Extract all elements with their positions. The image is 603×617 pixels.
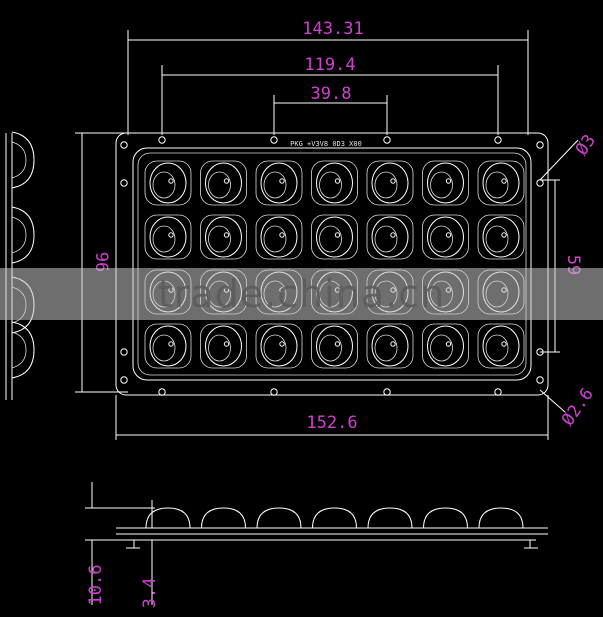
mounting-hole bbox=[158, 388, 166, 396]
lens-cell bbox=[311, 323, 358, 369]
dim-label-152-6: 152.6 bbox=[306, 413, 357, 433]
mounting-holes bbox=[120, 136, 544, 396]
mounting-hole bbox=[270, 136, 278, 144]
lens-cell bbox=[477, 323, 525, 369]
lens-cell bbox=[311, 214, 358, 260]
dimension-143-31: 143.31 bbox=[127, 19, 529, 135]
lens-cell bbox=[255, 214, 303, 260]
lens-cell bbox=[366, 160, 414, 206]
lens-cell bbox=[144, 323, 192, 369]
dim-label-10-6: 10.6 bbox=[86, 565, 106, 606]
elevation-lens-dome bbox=[201, 507, 246, 529]
elevation-lens-dome bbox=[145, 507, 191, 529]
dim-label-119-4: 119.4 bbox=[304, 55, 355, 75]
side-lens-dome bbox=[11, 131, 35, 189]
mounting-hole bbox=[383, 388, 391, 396]
lens-cell bbox=[477, 160, 525, 206]
lens-cell bbox=[422, 214, 469, 260]
mounting-hole bbox=[120, 348, 128, 356]
dim-label-3-4: 3.4 bbox=[140, 578, 160, 609]
mounting-hole bbox=[270, 388, 278, 396]
dim-label-96: 96 bbox=[91, 252, 111, 272]
dimension-59: 59 bbox=[540, 179, 583, 353]
dimension-96: 96 bbox=[75, 132, 128, 393]
side-lens-dome bbox=[11, 206, 35, 264]
dimension-10-6: 10.6 bbox=[85, 482, 155, 605]
lens-grid bbox=[144, 160, 525, 369]
dimension-119-4: 119.4 bbox=[161, 55, 499, 135]
lens-cell bbox=[366, 214, 414, 260]
mounting-hole bbox=[536, 376, 544, 384]
dimension-39-8: 39.8 bbox=[273, 84, 388, 135]
mounting-hole bbox=[494, 388, 502, 396]
watermark-banner: trade.china.cn bbox=[0, 268, 603, 320]
lens-cell bbox=[200, 160, 247, 206]
mounting-hole bbox=[536, 348, 544, 356]
dim-label-phi-2-6: Ø2.6 bbox=[558, 385, 598, 430]
lens-cell bbox=[255, 160, 303, 206]
dim-label-143-31: 143.31 bbox=[302, 19, 363, 39]
dimension-hole-diameter-2-6: Ø2.6 bbox=[539, 385, 598, 430]
lens-cell bbox=[200, 214, 247, 260]
mounting-hole bbox=[536, 179, 544, 187]
dimension-hole-diameter-3: Ø3 bbox=[539, 131, 600, 181]
lens-cell bbox=[255, 323, 303, 369]
mounting-hole bbox=[120, 179, 128, 187]
dimension-3-4: 3.4 bbox=[140, 500, 180, 608]
elevation-lens-dome bbox=[367, 507, 413, 529]
elevation-lens-dome bbox=[312, 507, 357, 529]
mounting-hole bbox=[158, 136, 166, 144]
elevation-lens-dome bbox=[478, 507, 524, 529]
lens-plate-outline bbox=[115, 132, 549, 396]
dimension-152-6: 152.6 bbox=[115, 395, 549, 440]
lens-cell bbox=[422, 160, 469, 206]
lens-cell bbox=[200, 323, 247, 369]
side-profile-view bbox=[5, 131, 35, 400]
mounting-hole bbox=[120, 141, 128, 149]
plate-engraving: PKG +V3V8 0D3_X00 bbox=[290, 140, 362, 148]
dim-label-39-8: 39.8 bbox=[311, 84, 352, 104]
lens-cell bbox=[144, 160, 192, 206]
elevation-lens-dome bbox=[256, 507, 302, 529]
front-elevation-view bbox=[116, 507, 548, 549]
mounting-hole bbox=[383, 136, 391, 144]
mounting-hole bbox=[494, 136, 502, 144]
mounting-hole bbox=[536, 141, 544, 149]
lens-cell bbox=[366, 323, 414, 369]
lens-cell bbox=[144, 214, 192, 260]
side-lens-dome bbox=[11, 321, 35, 379]
lens-cell bbox=[311, 160, 358, 206]
lens-cell bbox=[422, 323, 469, 369]
elevation-lens-dome bbox=[423, 507, 468, 529]
dim-label-phi-3: Ø3 bbox=[572, 131, 600, 159]
lens-cell bbox=[477, 214, 525, 260]
watermark-text: trade.china.cn bbox=[157, 272, 446, 316]
mounting-hole bbox=[120, 376, 128, 384]
